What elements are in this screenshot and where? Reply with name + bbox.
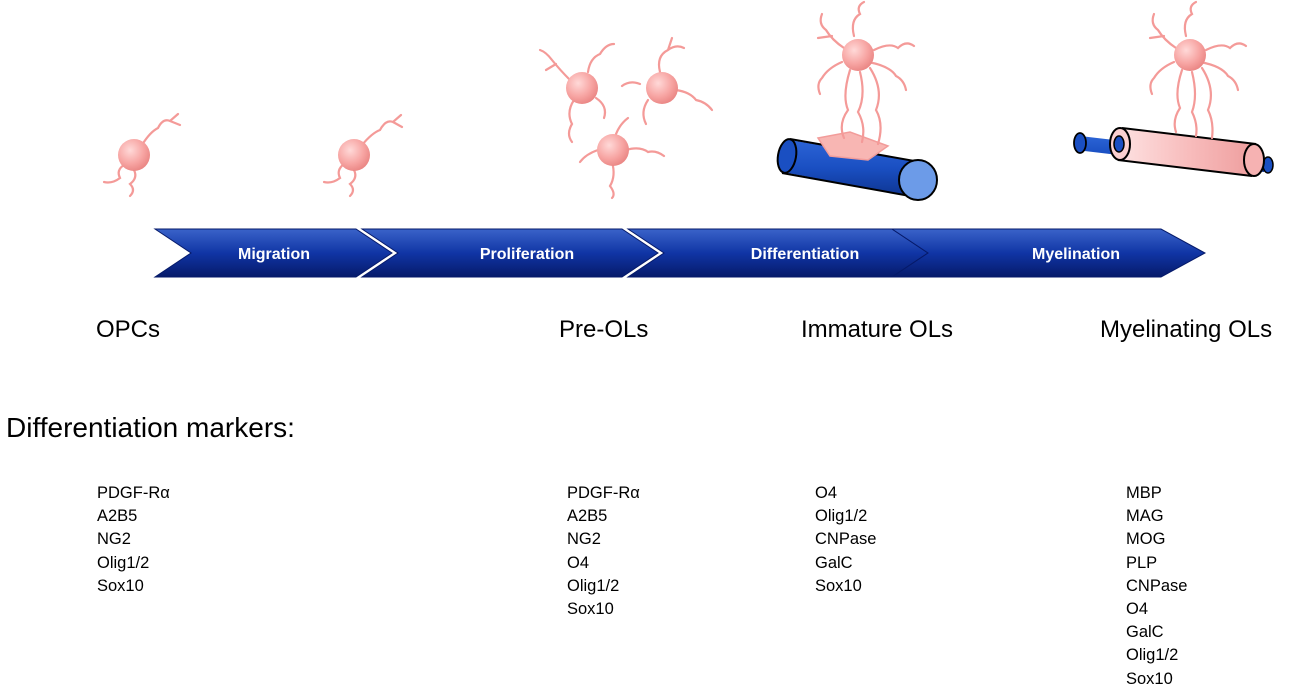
marker-item: CNPase [815,530,877,549]
marker-item: Sox10 [97,576,144,595]
marker-item: Sox10 [1126,669,1173,688]
marker-item: O4 [815,484,838,502]
marker-item: NG2 [97,530,131,549]
marker-item: Sox10 [815,576,862,595]
marker-item: Olig1/2 [97,553,150,572]
process-step-label: Proliferation [480,246,574,263]
markers-heading: Differentiation markers: [6,412,295,443]
opc-cell-icon [102,112,182,198]
marker-item: O4 [567,553,590,572]
process-step-label: Myelination [1032,246,1120,263]
marker-item: Olig1/2 [815,507,868,526]
marker-item: A2B5 [97,507,138,526]
marker-item: MOG [1126,530,1166,549]
marker-item: PDGF-Rα [97,484,170,502]
stage-label-myelinating-ols: Myelinating OLs [1100,316,1273,343]
marker-item: PLP [1126,553,1158,572]
pre-ol-cells-icon [538,36,714,200]
marker-item: MAG [1126,507,1164,526]
marker-item: NG2 [567,530,601,549]
marker-item: GalC [1126,623,1164,642]
marker-item: Olig1/2 [1126,646,1179,665]
marker-item: CNPase [1126,576,1188,595]
process-arrows: Migration Proliferation Differentiation Mye… [153,228,1207,278]
stage-label-pre-ols: Pre-OLs [559,316,649,343]
process-step-label: Differentiation [751,246,859,263]
marker-item: A2B5 [567,507,608,526]
opc-cell-icon [322,113,404,198]
marker-item: MBP [1126,484,1162,502]
process-arrow-proliferation [360,228,659,278]
marker-item: PDGF-Rα [567,484,640,502]
marker-item: Sox10 [567,600,614,619]
myelinating-ol-icon [1073,0,1274,177]
process-arrow-myelination [890,228,1207,278]
marker-item: Olig1/2 [567,576,620,595]
process-step-label: Migration [238,246,310,263]
stage-label-opcs: OPCs [96,316,161,343]
marker-item: GalC [815,553,853,572]
immature-ol-icon [776,0,938,201]
stage-label-immature-ols: Immature OLs [801,316,954,343]
marker-item: O4 [1126,600,1149,619]
process-arrow-migration [153,228,393,278]
